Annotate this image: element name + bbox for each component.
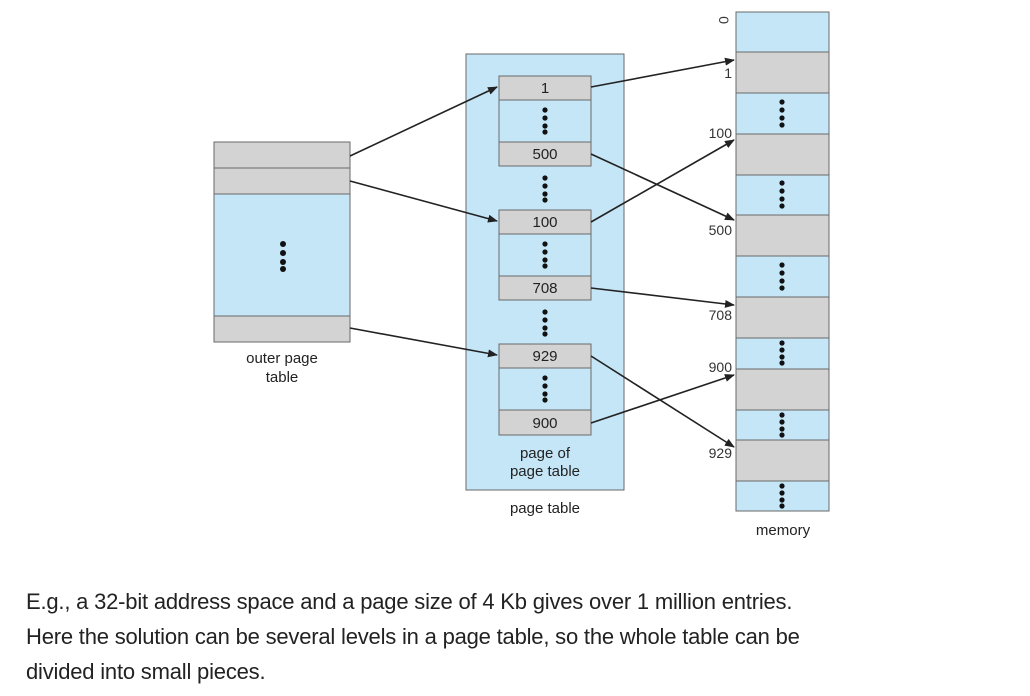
page-entry-label: 929 bbox=[532, 348, 557, 365]
page-table-label: page table bbox=[510, 500, 580, 517]
page-table: 1 500 100 708 929 900 page of page table… bbox=[465, 53, 625, 517]
outer-page-table: outer page table bbox=[213, 141, 351, 386]
ellipsis-icon bbox=[542, 375, 548, 403]
memory-address-label: 0 bbox=[716, 16, 732, 24]
memory-frame bbox=[735, 255, 830, 298]
caption-line: divided into small pieces. bbox=[26, 659, 266, 684]
ellipsis-icon bbox=[779, 483, 785, 509]
outer-page-table-label-line2: table bbox=[266, 369, 299, 386]
outer-entry-1 bbox=[213, 141, 351, 169]
page-entry-cell bbox=[498, 275, 592, 301]
memory-label: memory bbox=[756, 522, 811, 539]
page-gap-cell bbox=[498, 99, 592, 143]
ellipsis-icon bbox=[280, 241, 286, 272]
ellipsis-icon bbox=[779, 412, 785, 438]
page-entry-cell bbox=[498, 343, 592, 369]
arrow-outer-to-page-929 bbox=[349, 327, 498, 358]
outer-entry-last bbox=[213, 315, 351, 343]
ellipsis-icon bbox=[542, 175, 548, 203]
memory-frame bbox=[735, 11, 830, 53]
memory-frame bbox=[735, 51, 830, 94]
two-level-page-table-diagram: outer page table 1 500 100 708 929 900 p… bbox=[213, 11, 830, 539]
page-entry-cell bbox=[498, 409, 592, 436]
caption: E.g., a 32-bit address space and a page … bbox=[26, 584, 1016, 689]
memory-frame bbox=[735, 439, 830, 482]
memory: 0 1 100 500 708 900 929 memory bbox=[709, 11, 830, 539]
page-entry-label: 100 bbox=[532, 214, 557, 231]
arrow-entry-708-to-frame-708 bbox=[590, 287, 735, 308]
page-entry-label: 708 bbox=[532, 280, 557, 297]
page-entry-label: 500 bbox=[532, 146, 557, 163]
arrow-outer-to-page-1 bbox=[349, 86, 498, 157]
ellipsis-icon bbox=[779, 99, 785, 128]
ellipsis-icon bbox=[779, 180, 785, 209]
ellipsis-icon bbox=[542, 309, 548, 337]
memory-address-label: 1 bbox=[724, 65, 732, 81]
memory-frame bbox=[735, 296, 830, 339]
page-entry-cell bbox=[498, 141, 592, 167]
ellipsis-icon bbox=[542, 107, 548, 135]
arrow-entry-500-to-frame-500 bbox=[590, 153, 735, 221]
ellipsis-icon bbox=[779, 340, 785, 366]
page-gap-cell bbox=[498, 367, 592, 411]
memory-address-label: 708 bbox=[709, 307, 733, 323]
page-entry-label: 900 bbox=[532, 415, 557, 432]
caption-line: Here the solution can be several levels … bbox=[26, 624, 800, 649]
outer-page-table-label-line1: outer page bbox=[246, 350, 318, 367]
page-of-page-table-label-line1: page of bbox=[520, 445, 571, 462]
memory-frame bbox=[735, 368, 830, 411]
memory-address-label: 100 bbox=[709, 125, 733, 141]
page-entry-label: 1 bbox=[541, 80, 549, 97]
memory-address-label: 929 bbox=[709, 445, 733, 461]
memory-address-label: 500 bbox=[709, 222, 733, 238]
arrow-outer-to-page-100 bbox=[349, 180, 498, 223]
arrow-entry-1-to-frame-1 bbox=[590, 57, 735, 88]
caption-line: E.g., a 32-bit address space and a page … bbox=[26, 589, 793, 614]
arrow-entry-100-to-frame-100 bbox=[590, 139, 735, 223]
ellipsis-icon bbox=[779, 262, 785, 291]
page-of-page-table-label-line2: page table bbox=[510, 463, 580, 480]
outer-entry-2 bbox=[213, 167, 351, 195]
mapping-arrows bbox=[349, 57, 735, 448]
arrow-entry-900-to-frame-900 bbox=[590, 374, 735, 424]
page-gap-cell bbox=[498, 233, 592, 277]
memory-frame bbox=[735, 133, 830, 176]
ellipsis-icon bbox=[542, 241, 548, 269]
memory-address-label: 900 bbox=[709, 359, 733, 375]
arrow-entry-929-to-frame-929 bbox=[590, 355, 735, 448]
memory-frame bbox=[735, 214, 830, 257]
memory-frame bbox=[735, 92, 830, 135]
page-entry-cell bbox=[498, 75, 592, 101]
